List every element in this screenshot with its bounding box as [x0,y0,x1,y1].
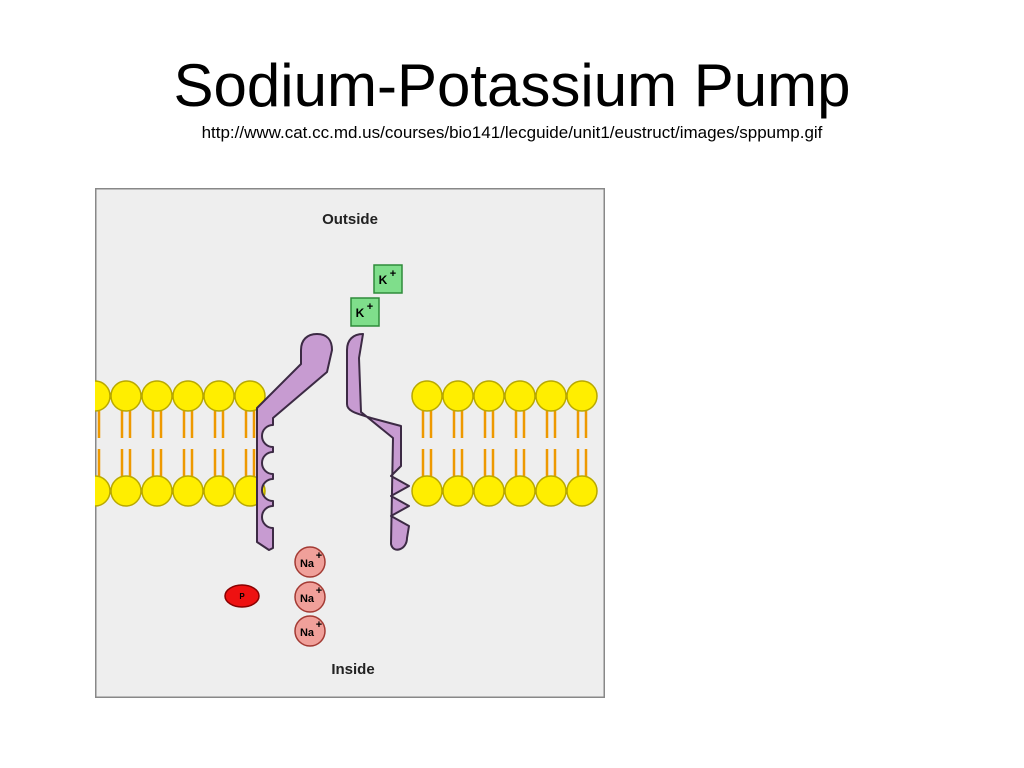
potassium-ion-box [350,297,380,327]
sodium-symbol: Na [300,593,315,605]
pump-protein-left-subunit [256,333,333,551]
lipid-tails [97,410,588,477]
phospholipid-head [566,475,598,507]
sodium-charge: + [316,619,322,631]
phospholipid-head [203,380,235,412]
phosphate-ellipse [224,584,260,608]
phospholipid-head [411,380,443,412]
sodium-charge: + [316,550,322,562]
phospholipid-head [504,475,536,507]
phospholipid-head [95,380,111,412]
sodium-ion-circle [294,615,326,647]
phospholipid-head [473,380,505,412]
phospholipid-head [411,475,443,507]
sodium-symbol: Na [300,558,315,570]
phospholipid-head [172,380,204,412]
slide-title: Sodium-Potassium Pump [173,52,851,119]
phospholipid-head [442,475,474,507]
phospholipid-head [110,380,142,412]
inside-label: Inside [331,661,374,678]
phospholipid-head [234,380,266,412]
potassium-symbol: K [379,273,388,287]
phospholipid-head [95,475,111,507]
sodium-ion: Na+ [294,581,326,613]
pump-protein [256,333,410,551]
potassium-charge: + [390,268,396,280]
source-url: http://www.cat.cc.md.us/courses/bio141/l… [201,123,823,142]
sodium-ion-circle [294,546,326,578]
potassium-symbol: K [356,306,365,320]
sodium-ion: Na+ [294,546,326,578]
phospholipid-head [172,475,204,507]
sodium-symbol: Na [300,627,315,639]
phospholipid-heads [95,380,598,507]
pump-protein-right-subunit [346,333,410,551]
sodium-ion: Na+ [294,615,326,647]
sodium-potassium-pump-diagram: K+K+Na+Na+Na+P Outside Inside [95,188,605,698]
phospholipid-head [442,380,474,412]
phospholipid-head [110,475,142,507]
potassium-charge: + [367,301,373,313]
potassium-ion: K+ [350,297,380,327]
sodium-charge: + [316,585,322,597]
phospholipid-head [473,475,505,507]
phospholipid-head [141,475,173,507]
phospholipid-head [535,380,567,412]
potassium-ion-box [373,264,403,294]
phospholipid-head [504,380,536,412]
phospholipid-head [535,475,567,507]
diagram-frame [95,188,605,698]
phosphate-group: P [224,584,260,608]
ions: K+K+Na+Na+Na+P [224,264,403,647]
phospholipid-head [566,380,598,412]
potassium-ion: K+ [373,264,403,294]
phosphate-label: P [239,592,245,601]
phospholipid-head [203,475,235,507]
diagram-canvas: K+K+Na+Na+Na+P Outside Inside [95,188,605,698]
sodium-ion-circle [294,581,326,613]
phospholipid-head [141,380,173,412]
outside-label: Outside [322,211,378,228]
